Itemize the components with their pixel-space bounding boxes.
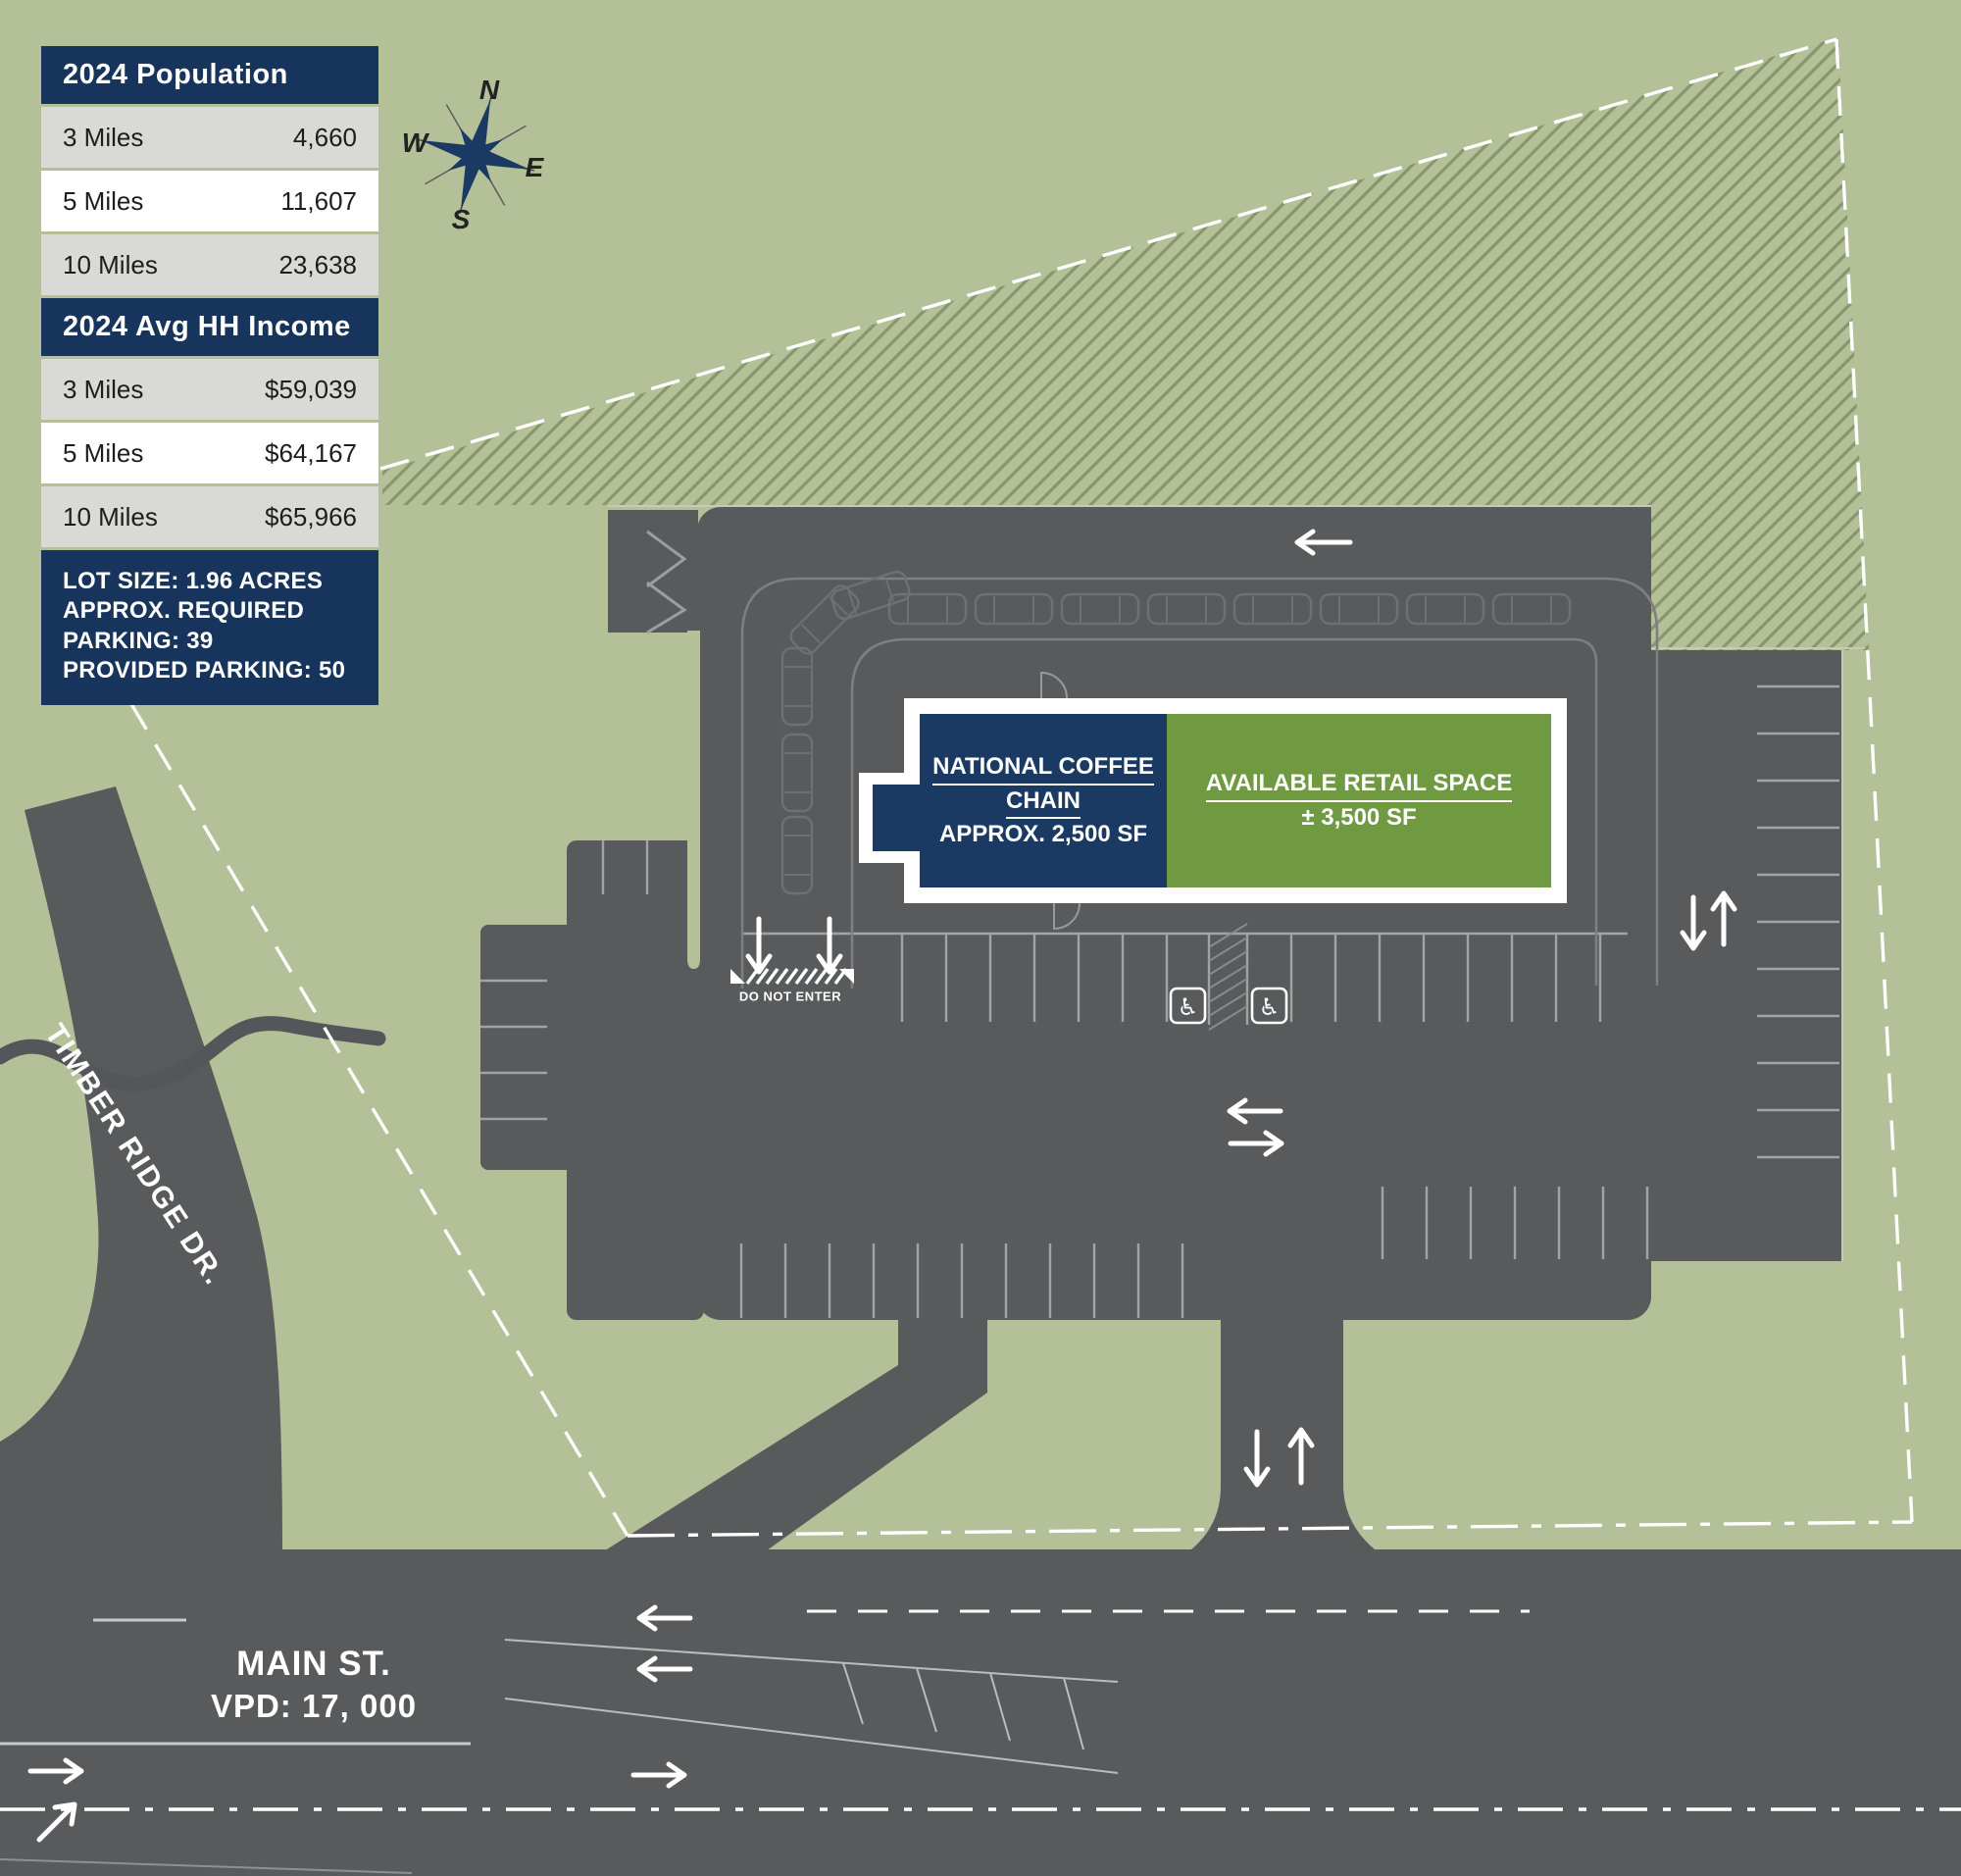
door-swing [1040, 671, 1068, 699]
compass-s-label: S [451, 204, 471, 234]
traffic-arrow-left [636, 1604, 693, 1632]
svg-text:♿: ♿ [1178, 993, 1199, 1021]
row-value: 23,638 [278, 249, 357, 279]
traffic-arrow-left [1227, 1097, 1283, 1125]
parking-apron [480, 925, 578, 1170]
traffic-arrows [27, 529, 1737, 1843]
row-label: 3 Miles [63, 122, 144, 152]
traffic-arrow-left [1294, 529, 1353, 556]
drive-thru-lane [740, 577, 1659, 989]
traffic-arrow-left [636, 1655, 693, 1683]
table-row: 10 Miles $65,966 [41, 486, 378, 547]
traffic-arrow-right [630, 1761, 687, 1789]
table-row: 5 Miles $64,167 [41, 423, 378, 483]
do-not-enter-bar [730, 967, 854, 986]
chevron-markings [646, 530, 687, 634]
unit-coffee-label: NATIONAL COFFEE CHAIN APPROX. 2,500 SF [920, 714, 1167, 887]
landscape-finger [687, 631, 700, 969]
demographics-panel: 2024 Population 3 Miles 4,660 5 Miles 11… [41, 46, 378, 705]
required-parking-2: PARKING: 39 [63, 627, 214, 654]
compass-n-label: N [478, 75, 500, 105]
do-not-enter-label: DO NOT ENTER [738, 989, 842, 1004]
unit-retail-label: AVAILABLE RETAIL SPACE ± 3,500 SF [1167, 714, 1551, 887]
ada-access-aisle [1208, 923, 1248, 1031]
creek-line [0, 1016, 386, 1091]
unit-coffee [920, 714, 1167, 887]
road-stub [608, 510, 698, 633]
unit-coffee-size: APPROX. 2,500 SF [938, 821, 1148, 848]
driveway-south [1186, 1320, 1380, 1553]
table-row: 3 Miles $59,039 [41, 359, 378, 420]
row-label: 5 Miles [63, 437, 144, 468]
traffic-arrow-down [1680, 894, 1707, 951]
compass-w-label: W [401, 127, 428, 158]
curb-edges [608, 505, 1865, 1261]
table-row: 5 Miles 11,607 [41, 171, 378, 231]
parking-stalls [480, 684, 1839, 1318]
traffic-arrow-down [816, 916, 843, 975]
parking-lot-left [567, 840, 704, 1320]
row-value: $59,039 [265, 374, 357, 404]
row-label: 10 Miles [63, 501, 158, 532]
traffic-arrow-up [1710, 890, 1737, 947]
unit-retail-size: ± 3,500 SF [1301, 804, 1417, 831]
table-row: 3 Miles 4,660 [41, 107, 378, 168]
compass-rose-icon [416, 95, 535, 215]
property-boundary [129, 37, 1914, 1538]
provided-parking: PROVIDED PARKING: 50 [63, 657, 346, 684]
unit-coffee-name-line2: CHAIN [1006, 786, 1081, 820]
income-header: 2024 Avg HH Income [41, 298, 378, 356]
population-header: 2024 Population [41, 46, 378, 104]
site-facts: LOT SIZE: 1.96 ACRES APPROX. REQUIRED PA… [41, 550, 378, 705]
road-main-street [0, 1549, 1961, 1876]
svg-text:♿: ♿ [1259, 993, 1281, 1021]
table-row: 10 Miles 23,638 [41, 234, 378, 295]
parking-lot-right [1651, 650, 1841, 1261]
traffic-arrow-right [27, 1757, 84, 1785]
lot-size: LOT SIZE: 1.96 ACRES [63, 568, 324, 594]
lane-markings [0, 1609, 1961, 1874]
row-label: 10 Miles [63, 249, 158, 279]
traffic-arrow-down [745, 916, 773, 975]
row-value: $65,966 [265, 501, 357, 532]
traffic-arrow-up [1287, 1427, 1315, 1486]
door-swing [1053, 902, 1081, 931]
compass-e-label: E [525, 152, 544, 182]
unit-retail-name: AVAILABLE RETAIL SPACE [1205, 768, 1513, 802]
traffic-arrow-right [1228, 1130, 1284, 1157]
row-label: 3 Miles [63, 374, 144, 404]
row-label: 5 Miles [63, 185, 144, 216]
traffic-arrow-down [1243, 1429, 1271, 1488]
row-value: 11,607 [280, 185, 357, 216]
row-value: $64,167 [265, 437, 357, 468]
road-timber-ridge [0, 786, 282, 1554]
main-street-label: MAIN ST. [236, 1645, 391, 1683]
row-value: 4,660 [292, 122, 357, 152]
main-street-vpd-label: VPD: 17, 000 [210, 1688, 418, 1724]
accessible-parking-icon: ♿ ♿ [1169, 987, 1288, 1025]
required-parking-1: APPROX. REQUIRED [63, 597, 305, 625]
hatched-landscape-area [382, 37, 1869, 650]
unit-coffee-name-line1: NATIONAL COFFEE [932, 751, 1154, 786]
